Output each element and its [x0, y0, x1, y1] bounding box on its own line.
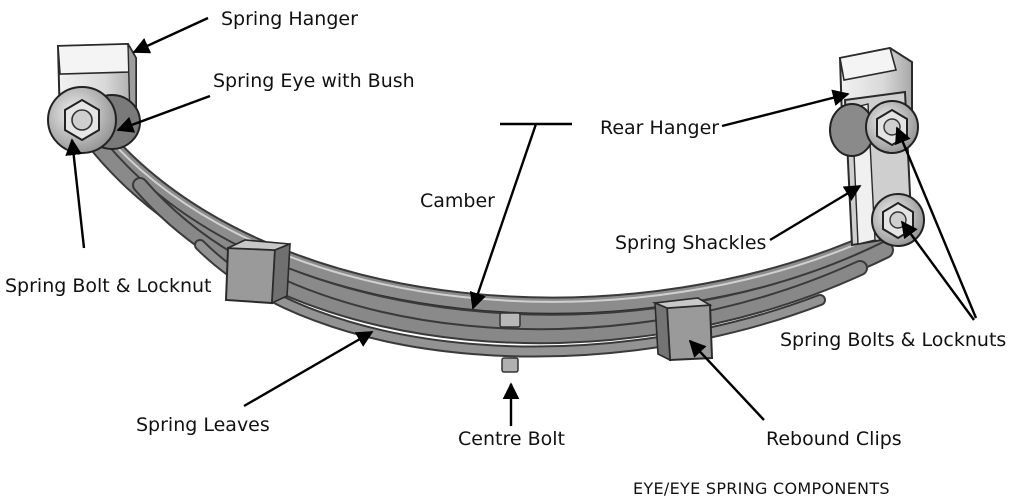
label-rear-hanger: Rear Hanger [600, 117, 719, 139]
rebound-clip-left [224, 239, 291, 305]
leader-lines [65, 16, 978, 426]
label-spring-bolts-locknuts: Spring Bolts & Locknuts [780, 329, 1006, 351]
centre-bolt [499, 312, 521, 373]
label-spring-shackles: Spring Shackles [615, 232, 766, 254]
spring-eye-front [47, 86, 141, 154]
diagram-caption: EYE/EYE SPRING COMPONENTS [633, 479, 890, 498]
spring-leaves-assembly [84, 119, 901, 358]
label-spring-eye-with-bush: Spring Eye with Bush [213, 70, 415, 92]
label-centre-bolt: Centre Bolt [458, 428, 565, 450]
rear-bolt-upper [865, 100, 919, 154]
label-spring-leaves: Spring Leaves [136, 414, 270, 436]
rear-bolt-lower [871, 193, 925, 247]
rebound-clip-right [651, 297, 714, 362]
label-spring-bolt-locknut: Spring Bolt & Locknut [5, 275, 212, 297]
camber-indicator [469, 122, 572, 310]
label-spring-hanger: Spring Hanger [221, 8, 358, 30]
label-rebound-clips: Rebound Clips [766, 428, 902, 450]
label-camber: Camber [420, 190, 495, 212]
